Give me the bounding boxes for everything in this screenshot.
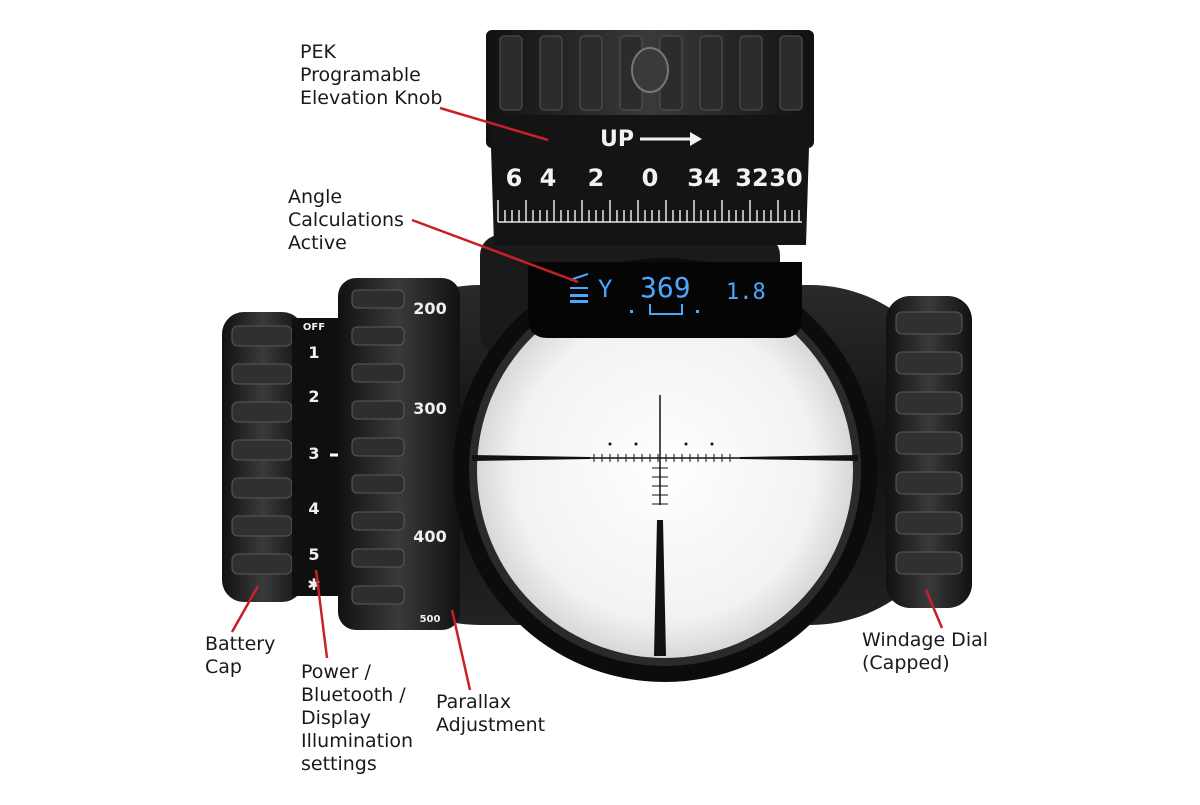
knob-ridge [351, 289, 405, 309]
leader-line-battery [230, 585, 260, 633]
windage-dial[interactable] [886, 296, 972, 608]
leader-line-power [314, 569, 329, 659]
leader-line-parallax [450, 609, 472, 691]
elevation-scale-number: 6 [506, 164, 523, 192]
callout-line: Display [301, 707, 372, 729]
knob-ridge [351, 400, 405, 420]
callout-line: settings [301, 753, 377, 775]
power-dial-label: 1 [308, 343, 319, 362]
knob-ridge [739, 35, 763, 111]
knob-ridge [351, 437, 405, 457]
callout-line: Illumination [301, 730, 414, 752]
knob-ridge [895, 511, 963, 535]
knob-ridge [539, 35, 563, 111]
display-range: 369 [640, 271, 691, 304]
elevation-scale-number: 0 [642, 164, 659, 192]
knob-ridge [231, 553, 293, 575]
knob-ridge [351, 363, 405, 383]
callout-line: Calculations [288, 209, 404, 231]
knob-ridge [351, 585, 405, 605]
callout-line: Active [288, 232, 347, 254]
callout-line: Adjustment [436, 714, 546, 736]
parallax-dial-label: 300 [413, 399, 446, 418]
knob-ridge [231, 515, 293, 537]
parallax-dial-label: 500 [420, 614, 441, 625]
elevation-knob-screw [631, 47, 669, 93]
display-panel: Y 369 1.8 [528, 262, 802, 338]
leader-line-pek [439, 106, 549, 142]
knob-ridge [579, 35, 603, 111]
knob-ridge [231, 439, 293, 461]
callout-line: Parallax [436, 691, 512, 713]
leader-line-windage [924, 589, 944, 629]
knob-ridge [231, 401, 293, 423]
knob-ridge [699, 35, 723, 111]
reticle-dot [684, 442, 688, 446]
arrow-right-icon [640, 132, 702, 146]
knob-ridge [895, 391, 963, 415]
display-level-indicator [630, 304, 699, 315]
callout-line: Battery [205, 633, 276, 655]
parallax-dial-label: 400 [413, 527, 446, 546]
knob-ridge [895, 551, 963, 575]
elevation-scale-number: 34 [687, 164, 720, 192]
display-angle: 1.8 [726, 280, 766, 305]
leader-lines [230, 106, 944, 691]
elevation-direction-label: UP [600, 127, 634, 152]
elevation-scale-number: 4 [540, 164, 557, 192]
callout-line: (Capped) [862, 652, 950, 674]
reticle-dot [608, 442, 612, 446]
callout-windage-dial: Windage Dial(Capped) [862, 629, 988, 675]
knob-ridge [895, 351, 963, 375]
knob-ridge [351, 326, 405, 346]
parallax-dial[interactable]: 200 300 400 500 [338, 278, 460, 630]
elevation-scale-number: 2 [588, 164, 605, 192]
knob-ridge [231, 325, 293, 347]
knob-ridge [231, 477, 293, 499]
power-dial-label: OFF [303, 322, 325, 333]
callout-line: Windage Dial [862, 629, 989, 651]
leader-line-angle [411, 218, 579, 284]
knob-ridge [895, 471, 963, 495]
power-dial-label: 5 [308, 545, 319, 564]
power-dial-label: 3 [308, 444, 319, 463]
knob-ridge [779, 35, 803, 111]
knob-ridge [895, 311, 963, 335]
knob-ridge [499, 35, 523, 111]
knob-ridge [231, 363, 293, 385]
power-dial-label: 4 [308, 499, 319, 518]
callout-line: Bluetooth / [301, 684, 406, 706]
power-dial-label: 2 [308, 387, 319, 406]
battery-cap[interactable] [222, 312, 304, 602]
eyepiece [453, 258, 877, 682]
knob-ridge [351, 548, 405, 568]
callout-line: PEK [300, 41, 336, 63]
reticle-dot [634, 442, 638, 446]
knob-ridge [895, 431, 963, 455]
elevation-scale-number: 32 [735, 164, 768, 192]
knob-ridge [351, 511, 405, 531]
callout-line: Programable [300, 64, 421, 86]
callout-line: Angle [288, 186, 343, 208]
reticle [472, 395, 858, 656]
callout-line: Cap [205, 656, 242, 678]
parallax-dial-label: 200 [413, 299, 446, 318]
callout-line: Power / [301, 661, 371, 683]
reticle-dot [710, 442, 714, 446]
elevation-scale-number: 30 [769, 164, 802, 192]
knob-ridge [351, 474, 405, 494]
display-mode: Y [598, 275, 613, 303]
callout-line: Elevation Knob [300, 87, 443, 109]
